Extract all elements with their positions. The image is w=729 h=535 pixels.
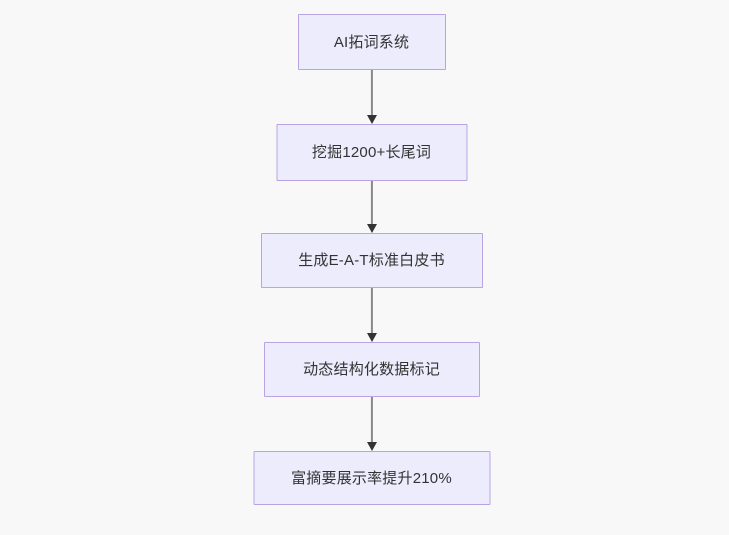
arrow-down-icon (366, 442, 377, 451)
connector-line (370, 70, 373, 115)
flowchart-node-rich-snippet-impression-lift[interactable]: 富摘要展示率提升210% (253, 451, 490, 505)
node-label: 动态结构化数据标记 (303, 361, 440, 378)
connector-line (370, 181, 373, 224)
node-label: 挖掘1200+长尾词 (311, 144, 432, 161)
flowchart-connector-3-to-4 (365, 288, 379, 342)
arrow-down-icon (366, 224, 377, 233)
flowchart-connector-2-to-3 (365, 181, 379, 233)
node-label: 生成E-A-T标准白皮书 (298, 252, 445, 269)
flowchart-connector-1-to-2 (365, 70, 379, 124)
connector-line (370, 397, 373, 442)
node-label: 富摘要展示率提升210% (291, 469, 452, 487)
connector-line (370, 288, 373, 333)
arrow-down-icon (366, 333, 377, 342)
flowchart-connector-4-to-5 (365, 397, 379, 451)
node-label: AI拓词系统 (333, 33, 410, 51)
flowchart-node-ai-keyword-system[interactable]: AI拓词系统 (297, 14, 446, 70)
flowchart-node-generate-eat-whitepaper[interactable]: 生成E-A-T标准白皮书 (260, 233, 483, 288)
arrow-down-icon (366, 115, 377, 124)
flowchart-node-dynamic-structured-data-markup[interactable]: 动态结构化数据标记 (263, 342, 480, 397)
flowchart-node-mine-longtail-keywords[interactable]: 挖掘1200+长尾词 (276, 124, 467, 181)
